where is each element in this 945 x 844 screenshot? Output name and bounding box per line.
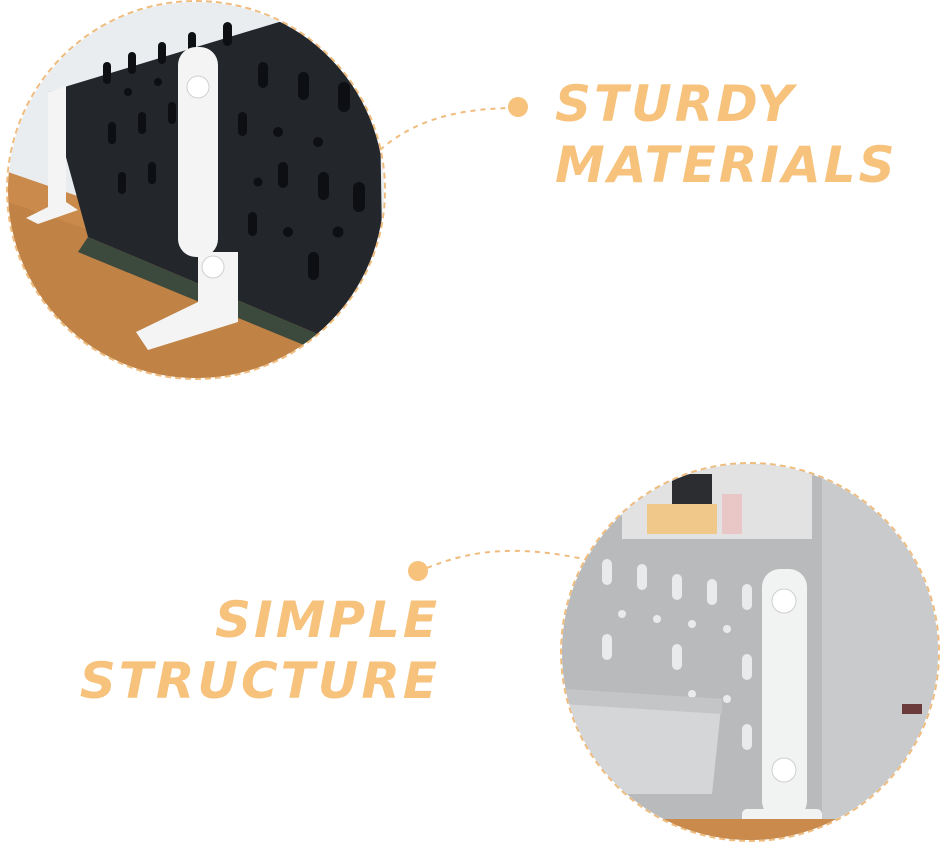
connector-line-2 xyxy=(417,549,589,573)
headline-sturdy-materials: STURDY MATERIALS xyxy=(555,74,935,196)
headline-line: STRUCTURE xyxy=(79,652,440,710)
headline-line: MATERIALS xyxy=(555,136,898,194)
connector-line-1 xyxy=(379,107,519,151)
headline-simple-structure: SIMPLE STRUCTURE xyxy=(20,590,440,712)
photo-black-pegboard xyxy=(6,0,386,380)
headline-line: SIMPLE xyxy=(214,591,440,649)
photo-gray-pegboard xyxy=(560,462,940,842)
connector-dot-1 xyxy=(508,97,528,117)
connector-dot-2 xyxy=(408,561,428,581)
headline-line: STURDY xyxy=(555,75,797,133)
